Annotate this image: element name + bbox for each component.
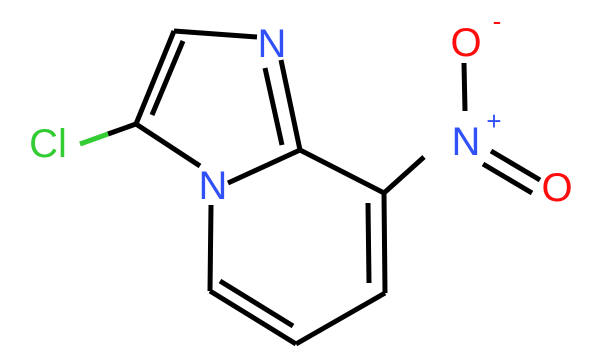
bond-c5-c6-inner: [218, 278, 295, 329]
bond-c6-c7: [294, 290, 387, 347]
bond-n1-c8a-inner: [262, 67, 285, 146]
nitro-oxygen-top-charge: -: [493, 6, 502, 36]
chlorine-atom: Cl: [29, 122, 67, 166]
nitro-nitrogen-atom: N +: [452, 106, 502, 164]
bridgehead-nitrogen-label: N: [199, 164, 228, 208]
bond-nno2-oright-b: [481, 161, 534, 196]
bond-c2-n1: [173, 28, 258, 40]
bond-c7-c8: [381, 192, 388, 294]
bond-n4-c3: [134, 121, 202, 169]
nitro-oxygen-top-label: O: [450, 21, 481, 65]
bond-nno2-otop: [461, 62, 468, 112]
bond-c5-c6: [208, 288, 298, 347]
nitro-oxygen-top-atom: O -: [450, 6, 501, 65]
imidazole-nitrogen-atom: N: [258, 22, 287, 66]
bond-c3-c2: [133, 30, 177, 125]
bond-c7-c8-inner: [365, 202, 372, 284]
bond-c8a-n4: [226, 147, 302, 186]
bond-c3-cl: [79, 121, 137, 147]
imidazole-nitrogen-label: N: [258, 22, 287, 66]
nitro-oxygen-right-label: O: [541, 166, 572, 210]
bridgehead-nitrogen-atom: N: [199, 164, 228, 208]
bond-c8-c8a: [298, 147, 386, 196]
chlorine-label: Cl: [29, 122, 67, 166]
nitro-nitrogen-label: N: [452, 120, 481, 164]
bond-n4-c5: [207, 204, 214, 292]
nitro-nitrogen-charge: +: [486, 106, 501, 136]
bond-nno2-oright-a: [489, 148, 542, 183]
bond-c8-nno2: [382, 155, 426, 195]
bond-c3-c2-inner: [149, 40, 186, 116]
nitro-oxygen-right-atom: O: [541, 166, 572, 210]
bond-n1-c8a: [278, 59, 303, 151]
